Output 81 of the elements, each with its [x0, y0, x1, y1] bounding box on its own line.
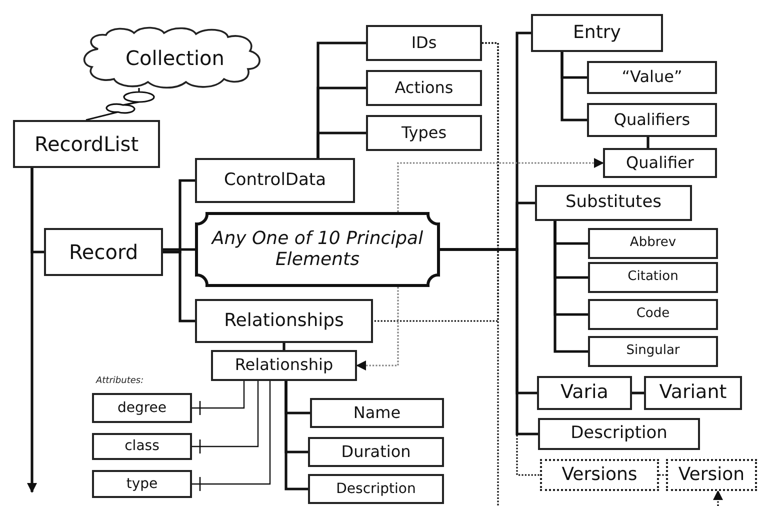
connector-line — [316, 132, 366, 158]
label-box — [531, 14, 663, 52]
dotted-connector — [713, 490, 723, 506]
node-label: ControlData — [224, 170, 326, 190]
dotted-box — [540, 459, 659, 491]
node-label: Version — [678, 464, 745, 486]
label-box — [538, 418, 700, 450]
label-box — [588, 336, 718, 367]
label-box — [587, 61, 717, 94]
node-label: Types — [401, 124, 447, 142]
label-box — [366, 70, 482, 106]
label-box — [587, 103, 717, 137]
node-label: class — [124, 438, 160, 455]
node-label: Duration — [341, 442, 411, 462]
label-box — [195, 299, 373, 343]
label-box — [366, 25, 482, 61]
node-label: “Value” — [622, 68, 682, 87]
connector-line — [632, 392, 644, 394]
node-label: Code — [636, 307, 670, 322]
label-box — [44, 228, 163, 276]
node-label: degree — [117, 400, 167, 416]
label-box — [310, 398, 444, 428]
node-label: Abbrev — [630, 236, 676, 251]
connector-line — [192, 381, 271, 492]
connector-line — [192, 381, 259, 454]
node-label: IDs — [411, 34, 437, 52]
node-label: Name — [353, 404, 401, 422]
attributes-note: Attributes: — [96, 376, 144, 386]
node-label: Actions — [394, 78, 454, 98]
dotted-connector — [397, 158, 604, 212]
dotted-connector — [440, 248, 540, 476]
connector-line — [284, 381, 308, 490]
node-label: Description — [570, 424, 668, 444]
label-box — [13, 120, 160, 168]
dotted-box — [666, 459, 757, 491]
node-label: Qualifier — [626, 154, 694, 172]
node-label: Entry — [573, 22, 621, 44]
node-label: Substitutes — [565, 193, 662, 213]
node-label: Citation — [628, 270, 678, 285]
connector-line — [163, 250, 195, 322]
label-box — [195, 158, 355, 203]
connector-line — [163, 248, 195, 251]
node-label: Varia — [560, 382, 608, 404]
connector-line — [560, 52, 587, 122]
node-label: Variant — [659, 382, 727, 404]
connector-line — [440, 248, 538, 436]
connector-line — [554, 221, 588, 353]
node-label: Relationships — [224, 310, 344, 332]
node-label: Versions — [562, 464, 638, 486]
label-box — [211, 350, 357, 381]
thought-bubbles — [85, 87, 155, 121]
connector-line — [646, 137, 650, 148]
node-label: Relationship — [234, 356, 334, 375]
label-box — [366, 115, 482, 151]
scalloped-box — [195, 212, 440, 287]
dotted-connector — [659, 474, 666, 476]
connector-line — [192, 381, 245, 416]
connector-line — [30, 168, 44, 254]
node-label: type — [126, 476, 158, 492]
node-label: RecordList — [34, 132, 139, 156]
label-box — [535, 185, 692, 221]
node-label: Description — [336, 480, 416, 498]
dotted-connector — [482, 42, 499, 506]
label-box — [588, 299, 718, 330]
label-box — [308, 474, 444, 504]
node-label: Qualifiers — [614, 110, 690, 130]
node-label: Any One of 10 Principal Elements — [210, 228, 424, 270]
node-label: Singular — [626, 344, 680, 359]
label-box — [588, 228, 718, 259]
label-box — [644, 376, 742, 410]
label-box — [92, 393, 192, 423]
label-box — [92, 470, 192, 498]
label-box — [588, 262, 718, 293]
node-label: Collection — [126, 46, 224, 70]
node-label: Record — [68, 240, 138, 264]
label-box — [603, 148, 717, 178]
label-box — [537, 376, 632, 410]
label-box — [308, 437, 444, 467]
connector-line — [282, 343, 286, 350]
dotted-connector — [356, 287, 399, 370]
label-box — [92, 433, 192, 460]
